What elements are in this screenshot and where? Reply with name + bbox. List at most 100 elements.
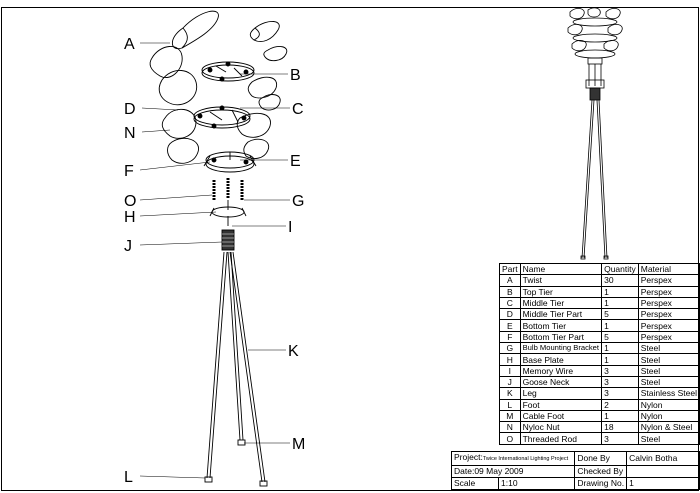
parts-header-cell: Material: [637, 262, 700, 276]
callout-f: F: [124, 163, 134, 180]
callout-g: G: [292, 193, 304, 210]
callout-c: C: [292, 101, 304, 118]
parts-cell: I: [499, 364, 521, 377]
parts-cell: Perspex: [637, 319, 700, 332]
parts-cell: Steel: [637, 353, 700, 366]
parts-cell: Twist: [519, 274, 603, 287]
parts-cell: Threaded Rod: [519, 432, 603, 445]
feet: [204, 439, 268, 487]
tripod-legs: [206, 251, 266, 483]
parts-cell: 30: [601, 274, 639, 287]
parts-cell: Perspex: [637, 274, 700, 287]
callout-b: B: [290, 67, 301, 84]
checked-by-value: [626, 465, 700, 478]
parts-cell: Top Tier: [519, 285, 603, 298]
done-by-label: Done By: [574, 451, 628, 466]
callout-j: J: [124, 238, 132, 255]
parts-cell: Steel: [637, 375, 700, 389]
parts-cell: 3: [601, 364, 639, 377]
parts-cell: G: [499, 342, 521, 355]
parts-cell: J: [499, 375, 521, 389]
assembled-view: [567, 7, 623, 260]
callout-i: I: [288, 219, 292, 236]
parts-cell: 5: [601, 330, 639, 344]
checked-by-label: Checked By: [574, 465, 628, 478]
leader-lines: [139, 42, 290, 479]
parts-cell: 1: [601, 296, 639, 310]
callout-o: O: [124, 193, 136, 210]
middle-tier: [193, 105, 251, 129]
parts-cell: Bulb Mounting Bracket: [519, 342, 603, 355]
date-cell: Date:09 May 2009: [450, 465, 576, 478]
parts-cell: Goose Neck: [519, 375, 603, 389]
project-value: Twice International Lighting Project: [482, 456, 569, 462]
assembled-legs: [580, 99, 609, 260]
parts-cell: Steel: [637, 364, 700, 377]
parts-cell: 1: [601, 409, 639, 423]
drawing-no-label: Drawing No.: [574, 477, 628, 490]
parts-cell: Base Plate: [519, 353, 603, 366]
parts-cell: A: [499, 274, 521, 287]
callout-k: K: [288, 343, 299, 360]
callout-m: M: [292, 436, 305, 453]
parts-cell: Middle Tier: [519, 296, 603, 310]
parts-cell: C: [499, 296, 521, 310]
drawing-no-value: 1: [626, 477, 700, 490]
threaded-rods: [212, 178, 244, 200]
date-value: 09 May 2009: [474, 466, 524, 476]
twist-shapes: [149, 10, 288, 164]
parts-cell: 1: [601, 319, 639, 332]
parts-cell: Bottom Tier Part: [519, 330, 603, 344]
scale-label: Scale: [452, 478, 499, 489]
parts-cell: Memory Wire: [519, 364, 603, 377]
parts-header-cell: Part: [499, 262, 521, 276]
parts-cell: E: [499, 319, 521, 332]
parts-cell: B: [499, 285, 521, 298]
callout-a: A: [124, 36, 135, 53]
callout-l: L: [124, 469, 133, 486]
parts-cell: Nyloc Nut: [519, 421, 603, 434]
project-label: Project:: [454, 452, 483, 462]
goose-neck: [221, 229, 235, 251]
parts-cell: L: [499, 398, 521, 411]
parts-cell: O: [499, 432, 521, 445]
parts-cell: Nylon: [637, 398, 700, 411]
parts-cell: Perspex: [637, 296, 700, 310]
parts-cell: Nylon & Steel: [637, 421, 700, 434]
parts-cell: Leg: [519, 387, 603, 400]
parts-cell: 1: [601, 353, 639, 366]
parts-cell: Cable Foot: [519, 409, 603, 423]
scale-cell: Scale 1:10: [450, 477, 576, 490]
parts-cell: Nylon: [637, 409, 700, 423]
parts-cell: 1: [601, 285, 639, 298]
parts-cell: Perspex: [637, 285, 700, 298]
parts-cell: 18: [601, 421, 639, 434]
exploded-view: [149, 10, 288, 487]
parts-cell: 3: [601, 387, 639, 400]
parts-cell: Middle Tier Part: [519, 308, 603, 321]
parts-cell: D: [499, 308, 521, 321]
parts-cell: Foot: [519, 398, 603, 411]
title-block: Project:Twice International Lighting Pro…: [450, 451, 700, 490]
callout-h: H: [124, 209, 136, 226]
date-label: Date:: [454, 466, 475, 476]
sheet-border: [1, 7, 699, 491]
parts-cell: F: [499, 330, 521, 344]
done-by-value: Calvin Botha: [626, 451, 700, 466]
parts-cell: H: [499, 353, 521, 366]
parts-cell: Bottom Tier: [519, 319, 603, 332]
project-cell: Project:Twice International Lighting Pro…: [450, 451, 576, 466]
